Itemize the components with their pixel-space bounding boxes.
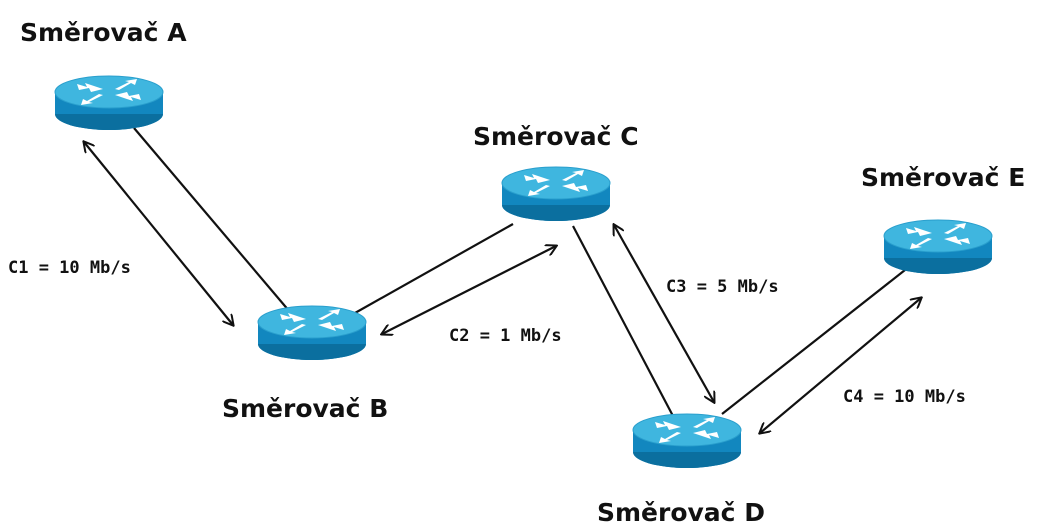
arrow-c4 bbox=[760, 298, 921, 433]
arrow-c1 bbox=[84, 142, 233, 325]
router-b-icon bbox=[257, 305, 367, 361]
router-c-label: Směrovač C bbox=[473, 122, 639, 151]
router-a-label: Směrovač A bbox=[20, 18, 187, 47]
router-a-icon bbox=[54, 75, 164, 131]
link-line-c3 bbox=[572, 225, 674, 417]
link-label-c1: C1 = 10 Mb/s bbox=[8, 258, 131, 278]
router-e-icon bbox=[883, 219, 993, 275]
link-label-c4: C4 = 10 Mb/s bbox=[843, 387, 966, 407]
router-d-icon bbox=[632, 413, 742, 469]
router-c-icon bbox=[501, 166, 611, 222]
router-b-label: Směrovač B bbox=[222, 394, 388, 423]
arrow-c3 bbox=[614, 225, 714, 402]
router-d-label: Směrovač D bbox=[597, 498, 765, 526]
link-line-c2 bbox=[354, 223, 514, 314]
router-e-label: Směrovač E bbox=[861, 163, 1025, 192]
link-label-c2: C2 = 1 Mb/s bbox=[449, 326, 562, 346]
link-label-c3: C3 = 5 Mb/s bbox=[666, 277, 779, 297]
arrow-c2 bbox=[382, 246, 556, 334]
link-line-c1 bbox=[133, 127, 291, 313]
